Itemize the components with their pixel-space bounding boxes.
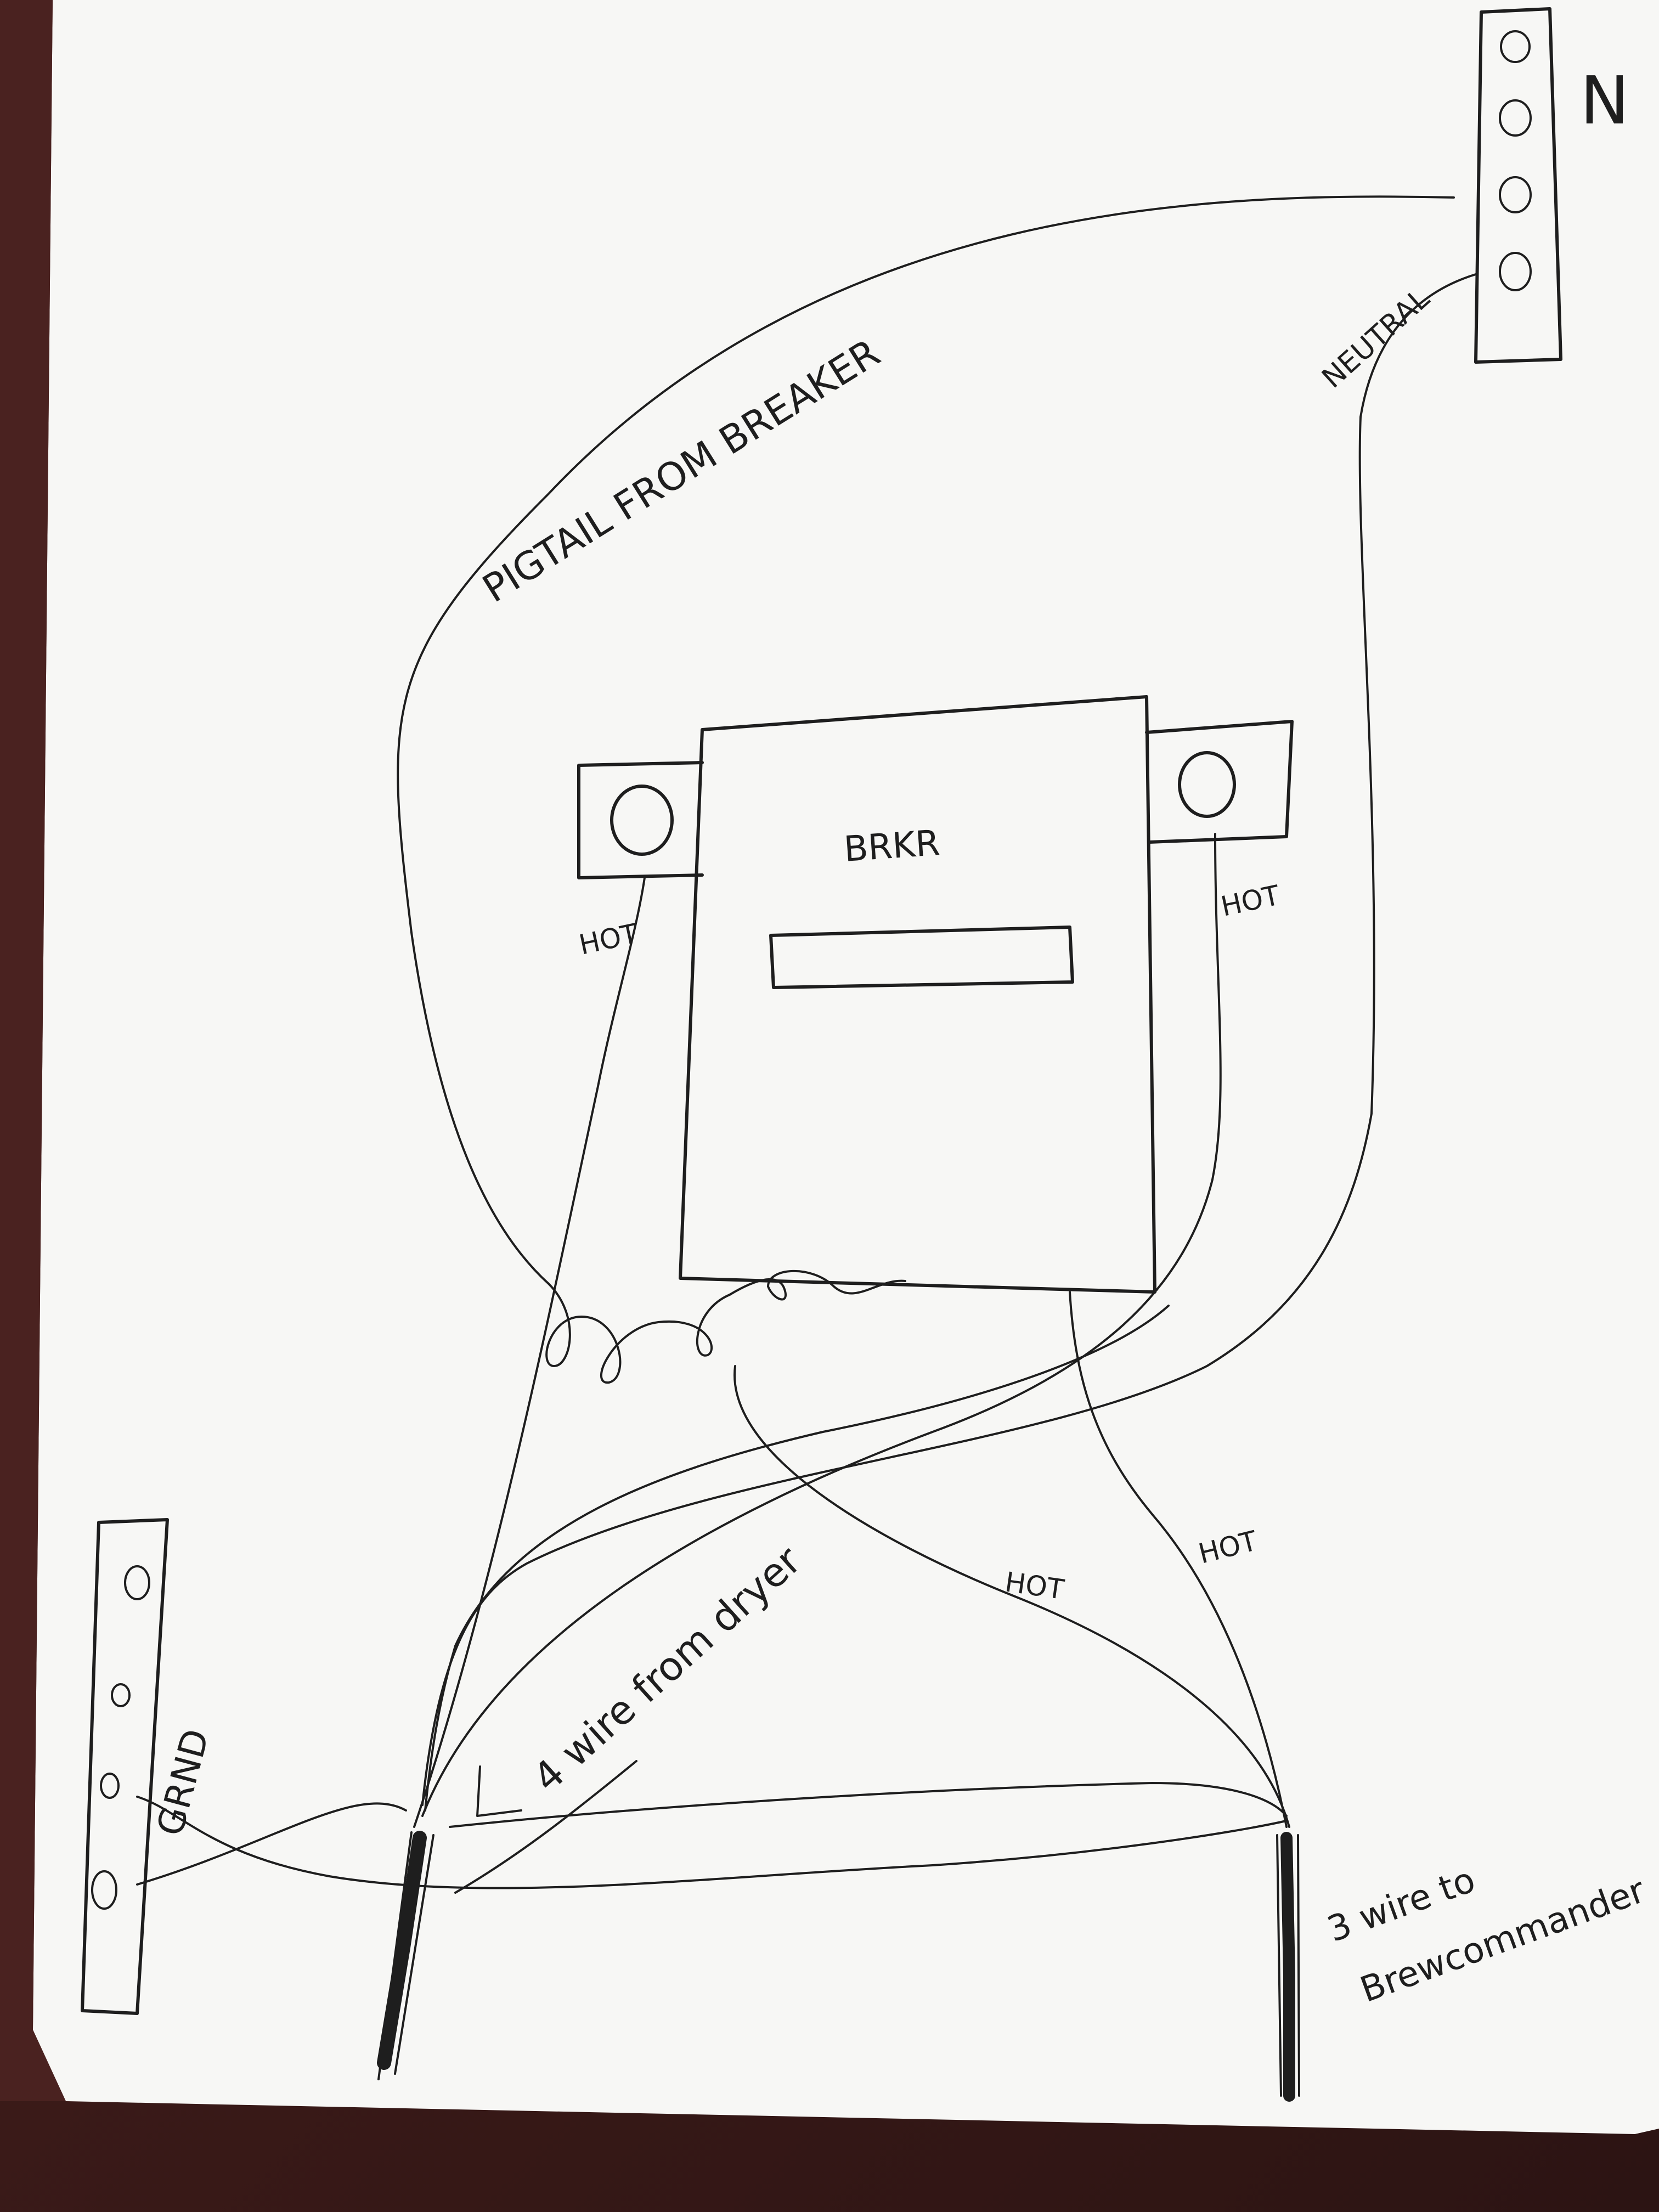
paper-shadow-left	[0, 0, 66, 2101]
neutral-wire	[421, 273, 1477, 1806]
dryer-cable-arrow	[454, 1760, 637, 1894]
breaker-left-terminal	[610, 785, 674, 856]
neutral-terminal-4	[1499, 252, 1532, 291]
hot-wire-lower-left	[733, 1365, 1290, 1828]
ground-wire-strand	[136, 1796, 1285, 1889]
ground-terminal-1	[124, 1565, 150, 1600]
output-cable-sheath	[1280, 1832, 1295, 2102]
ground-wire	[136, 1802, 407, 1886]
hot-wire-right	[421, 833, 1222, 1817]
neutral-bar-label: N	[1580, 63, 1629, 139]
ground-terminal-2	[111, 1683, 131, 1707]
neutral-terminal-1	[1500, 30, 1531, 63]
paper-sheet	[33, 0, 1659, 2134]
ground-terminal-3	[100, 1773, 120, 1799]
arrow-head	[476, 1765, 522, 1817]
hot-wire-left	[413, 877, 646, 1828]
pigtail-coil-tail	[729, 1269, 906, 1301]
neutral-terminal-2	[1499, 99, 1532, 137]
ground-jumper	[449, 1782, 1288, 1828]
dryer-cable-sheath	[377, 1831, 427, 2070]
breaker-right-terminal	[1178, 751, 1236, 818]
breaker-label: BRKR	[843, 823, 941, 870]
pigtail-wire	[397, 195, 1455, 1384]
breaker-handle	[769, 926, 1074, 989]
dryer-cable-outline	[377, 1831, 435, 2080]
ground-bus-bar	[81, 1518, 169, 2015]
output-cable-outline	[1276, 1834, 1300, 2097]
hot-wire-lower-right	[1069, 1291, 1288, 1828]
breaker-right-lug	[1145, 720, 1294, 844]
neutral-wire-strand	[424, 1305, 1170, 1812]
neutral-terminal-3	[1499, 176, 1532, 213]
ground-terminal-4	[91, 1870, 117, 1910]
neutral-bus-bar	[1474, 7, 1562, 364]
breaker-left-lug	[577, 761, 704, 879]
